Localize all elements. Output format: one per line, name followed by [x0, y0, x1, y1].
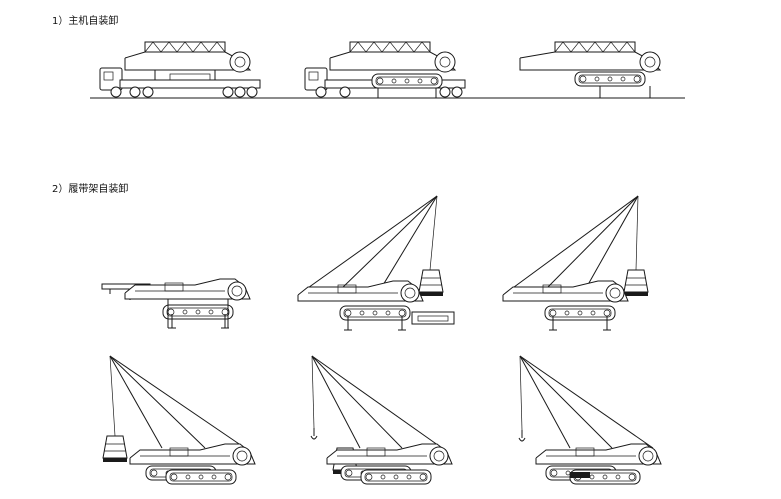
section-2-caption: 2）履带架自装卸: [52, 184, 129, 195]
crane-on-outriggers: [519, 41, 662, 99]
crane-lifting-track-frame: [297, 195, 455, 331]
crane-on-truck: [99, 41, 261, 98]
crane-on-truck-with-tracks: [304, 41, 466, 98]
crane-track-attached: [502, 195, 649, 331]
crane-assembled-hook-center: [310, 355, 453, 485]
crane-assembled-hook-left: [102, 355, 256, 485]
base-machine-on-legs: [101, 278, 251, 329]
crane-fully-assembled: [518, 355, 662, 485]
section-1-caption: 1）主机自装卸: [52, 16, 119, 27]
